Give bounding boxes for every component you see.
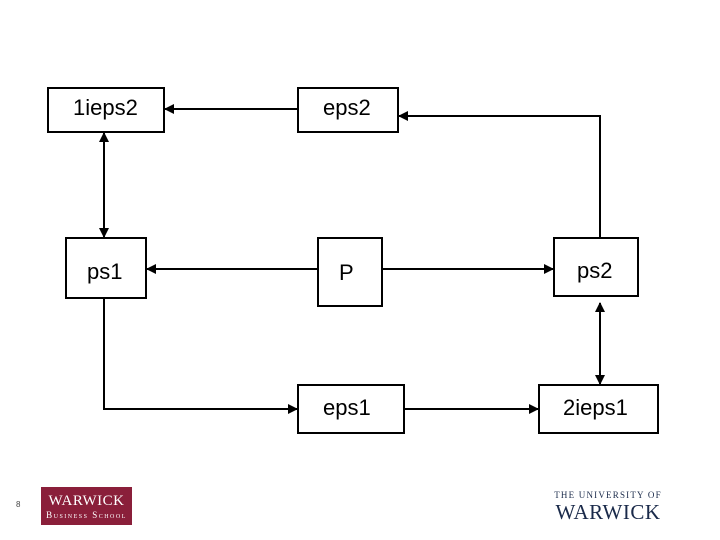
- uow-logo-line2: WARWICK: [555, 500, 661, 524]
- arrow-ps2-to-eps2: [398, 111, 601, 237]
- node-1ieps2: 1ieps2: [47, 87, 165, 133]
- uow-logo-line1: THE UNIVERSITY OF: [554, 490, 662, 500]
- node-eps2-label: eps2: [323, 95, 371, 120]
- node-ps2-label: ps2: [577, 258, 613, 283]
- node-2ieps1: 2ieps1: [538, 384, 659, 434]
- arrow-ps1-to-eps1: [103, 299, 298, 414]
- university-of-warwick-logo: THE UNIVERSITY OF WARWICK: [552, 489, 664, 525]
- node-ps1-label: ps1: [87, 259, 123, 284]
- node-eps1-label: eps1: [323, 395, 371, 420]
- node-eps1: eps1: [297, 384, 405, 434]
- node-P-label: P: [339, 260, 354, 285]
- node-eps2: eps2: [297, 87, 399, 133]
- warwick-business-school-logo: WARWICK Business School: [41, 487, 132, 525]
- wbs-logo-line1: WARWICK: [48, 493, 125, 509]
- node-1ieps2-label: 1ieps2: [73, 95, 138, 120]
- node-ps1: ps1: [65, 237, 147, 299]
- wbs-logo-line2: Business School: [46, 510, 127, 520]
- node-ps2: ps2: [553, 237, 639, 297]
- node-P: P: [317, 237, 383, 307]
- node-2ieps1-label: 2ieps1: [563, 395, 628, 420]
- page-number: 8: [16, 500, 21, 509]
